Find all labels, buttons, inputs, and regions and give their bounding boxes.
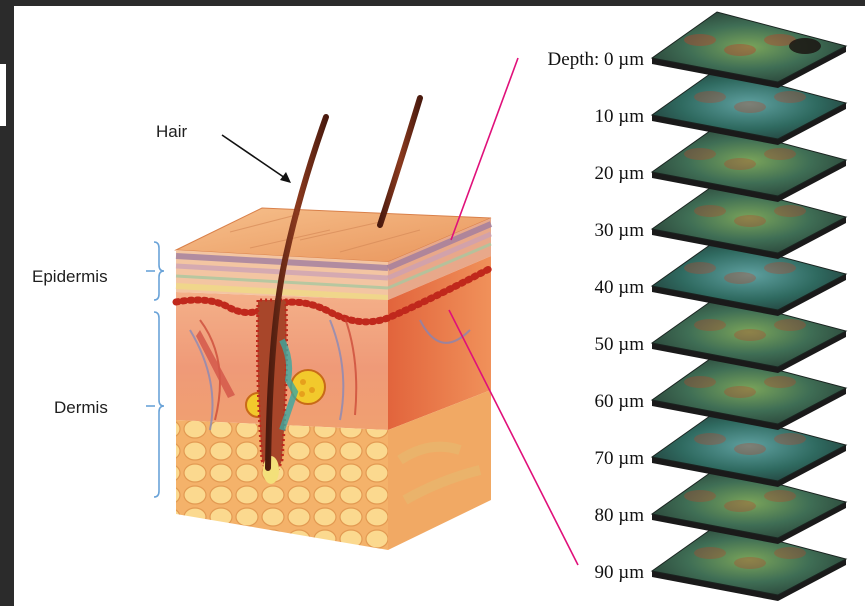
depth-slice: 20 µm xyxy=(595,126,846,202)
confocal-image-stack: 90 µm 80 µm 70 µm 60 µm 50 µm 40 µm 30 µm 20 µm… xyxy=(548,12,846,601)
depth-slice: Depth: 0 µm xyxy=(548,12,846,88)
depth-slice: 80 µm xyxy=(595,468,846,544)
depth-label: 70 µm xyxy=(595,448,645,469)
depth-slice: 30 µm xyxy=(595,183,846,259)
depth-slice: 70 µm xyxy=(595,411,846,487)
epidermis-bracket xyxy=(154,242,164,300)
depth-slice: 40 µm xyxy=(595,240,846,316)
depth-slice: 90 µm xyxy=(595,525,846,601)
depth-slice: 10 µm xyxy=(595,69,846,145)
hair-arrow-line xyxy=(222,135,288,180)
depth-label: 40 µm xyxy=(595,277,645,298)
depth-label: 50 µm xyxy=(595,334,645,355)
dermis-bracket xyxy=(154,312,164,497)
sebaceous-gland xyxy=(291,370,325,404)
dermis-label: Dermis xyxy=(54,398,108,417)
arrow-head-icon xyxy=(280,172,291,183)
epidermis-label: Epidermis xyxy=(32,267,108,286)
depth-label: 90 µm xyxy=(595,562,645,583)
depth-label: 10 µm xyxy=(595,106,645,127)
depth-label: 30 µm xyxy=(595,220,645,241)
hair-label: Hair xyxy=(156,122,188,141)
depth-slice: 50 µm xyxy=(595,297,846,373)
depth-label: 20 µm xyxy=(595,163,645,184)
skin-cross-section xyxy=(176,98,491,550)
depth-label: Depth: 0 µm xyxy=(548,49,645,70)
depth-label: 60 µm xyxy=(595,391,645,412)
hair-shaft-2 xyxy=(380,98,420,225)
connector-top xyxy=(451,58,518,240)
depth-label: 80 µm xyxy=(595,505,645,526)
depth-slice: 60 µm xyxy=(595,354,846,430)
